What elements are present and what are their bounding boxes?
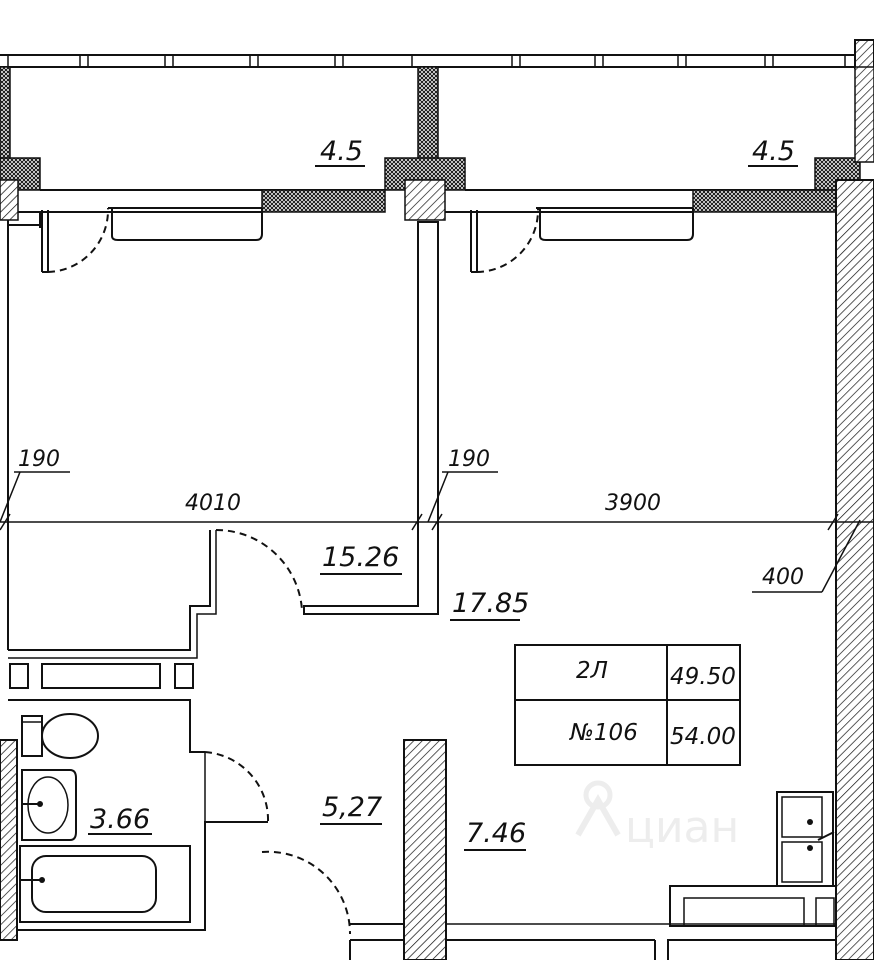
dim-wall-mid: 190 [448,447,490,472]
area-kitchen: 7.46 [466,818,526,849]
dimension-line [0,471,874,593]
dim-wall-left: 190 [18,447,60,472]
dim-wall-right: 400 [762,565,804,590]
facade-wall [0,179,839,241]
apartment-number: №106 [568,720,638,746]
bedroom-walls [7,212,439,659]
dim-room-left: 4010 [185,491,241,516]
balcony-glazing [0,39,874,69]
kitchen-walls [349,739,837,960]
bathtub-icon [19,845,191,923]
balcony-walls [0,66,874,191]
area-bedroom: 15.26 [322,542,399,573]
dim-room-right: 3900 [605,491,661,516]
exterior-wall-right [835,179,874,960]
kitchen-sink-icon [776,791,835,887]
area-balcony-left: 4.5 [320,136,363,167]
area-bathroom: 3.66 [90,804,150,835]
living-area-value: 49.50 [670,664,736,690]
area-hallway: 5,27 [322,792,382,823]
area-balcony-right: 4.5 [752,136,795,167]
area-living-room: 17.85 [452,588,529,619]
apartment-type: 2Л [576,658,608,684]
total-area-value: 54.00 [670,724,736,750]
sink-icon [21,769,77,841]
toilet-icon [21,713,99,759]
apartment-table [514,644,741,766]
door-swings [41,207,540,935]
watermark-logo: циан [575,780,739,853]
bathroom-fixtures [0,663,268,941]
svg-text:циан: циан [625,802,739,853]
